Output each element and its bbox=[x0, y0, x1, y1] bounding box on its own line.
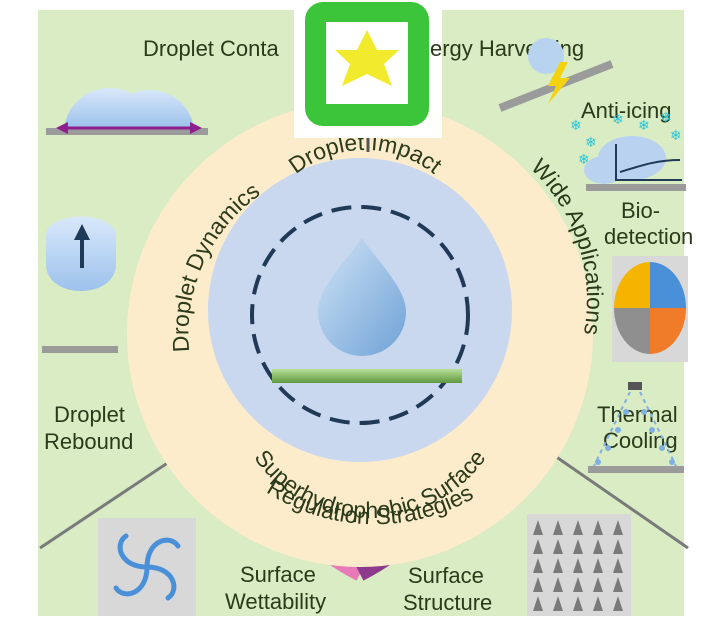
up-arrow-head bbox=[74, 224, 90, 240]
spray-cone bbox=[593, 391, 677, 467]
svg-text:❄: ❄ bbox=[612, 112, 624, 128]
spray-icon bbox=[595, 409, 675, 465]
surface-bar bbox=[272, 369, 462, 383]
cone-pillar bbox=[573, 520, 583, 535]
label-rebound-1: Droplet bbox=[54, 402, 125, 427]
label-structure-2: Structure bbox=[403, 590, 492, 615]
label-anti-icing: Anti-icing bbox=[581, 98, 671, 123]
cone-pillar bbox=[553, 558, 563, 573]
cone-pillar bbox=[553, 577, 563, 592]
label-bio-2: detection bbox=[604, 224, 693, 249]
svg-text:❄: ❄ bbox=[670, 128, 682, 144]
contact-surface bbox=[46, 128, 208, 135]
cone-pillar bbox=[593, 596, 603, 611]
svg-text:❄: ❄ bbox=[660, 110, 672, 126]
cone-pillar bbox=[593, 539, 603, 554]
cone-pillar bbox=[613, 520, 623, 535]
cone-pillar bbox=[593, 577, 603, 592]
ice-cloud-2 bbox=[584, 156, 624, 184]
cone-array-icon bbox=[533, 520, 623, 611]
cone-pillar bbox=[593, 558, 603, 573]
cone-pillar bbox=[573, 596, 583, 611]
ice-surface bbox=[586, 184, 686, 191]
spray-nozzle bbox=[628, 382, 642, 390]
cone-pillar bbox=[553, 539, 563, 554]
rebound-surface bbox=[42, 346, 118, 353]
swirl-icon bbox=[113, 533, 181, 601]
svg-text:❄: ❄ bbox=[570, 118, 582, 134]
svg-text:❄: ❄ bbox=[585, 135, 597, 151]
label-structure-1: Surface bbox=[408, 563, 484, 588]
star-badge-icon bbox=[335, 30, 399, 86]
ice-curve bbox=[615, 144, 682, 181]
spread-arrow-left-head bbox=[56, 122, 68, 134]
label-thermal-2: Cooling bbox=[603, 428, 678, 453]
pie-icon bbox=[614, 262, 686, 354]
cone-pillar bbox=[613, 558, 623, 573]
cone-pillar bbox=[553, 596, 563, 611]
energy-droplet bbox=[528, 38, 564, 74]
cone-pillar bbox=[533, 577, 543, 592]
label-bio-1: Bio- bbox=[621, 198, 660, 223]
cone-pillar bbox=[573, 577, 583, 592]
snowflake-icon: ❄❄❄ ❄❄❄ ❄ bbox=[570, 110, 682, 168]
cone-pillar bbox=[533, 558, 543, 573]
cone-pillar bbox=[613, 539, 623, 554]
cone-pillar bbox=[533, 539, 543, 554]
cone-pillar bbox=[613, 577, 623, 592]
svg-text:❄: ❄ bbox=[578, 152, 590, 168]
svg-text:❄: ❄ bbox=[638, 118, 650, 134]
label-thermal-1: Thermal bbox=[597, 402, 678, 427]
cone-pillar bbox=[573, 539, 583, 554]
contact-blob bbox=[64, 87, 194, 128]
cone-pillar bbox=[573, 558, 583, 573]
droplet-icon bbox=[318, 238, 406, 356]
label-wettability-2: Wettability bbox=[225, 589, 326, 614]
spray-surface bbox=[588, 466, 684, 473]
spread-arrow-right-head bbox=[190, 122, 202, 134]
cone-pillar bbox=[613, 596, 623, 611]
cone-pillar bbox=[593, 520, 603, 535]
label-wettability-1: Surface bbox=[240, 562, 316, 587]
cone-pillar bbox=[533, 520, 543, 535]
cone-pillar bbox=[533, 596, 543, 611]
lightning-icon bbox=[548, 62, 570, 104]
cone-pillar bbox=[553, 520, 563, 535]
core-dashed-circle bbox=[250, 205, 470, 425]
label-rebound-2: Rebound bbox=[44, 429, 133, 454]
label-droplet-contact: Droplet Conta bbox=[143, 36, 280, 61]
